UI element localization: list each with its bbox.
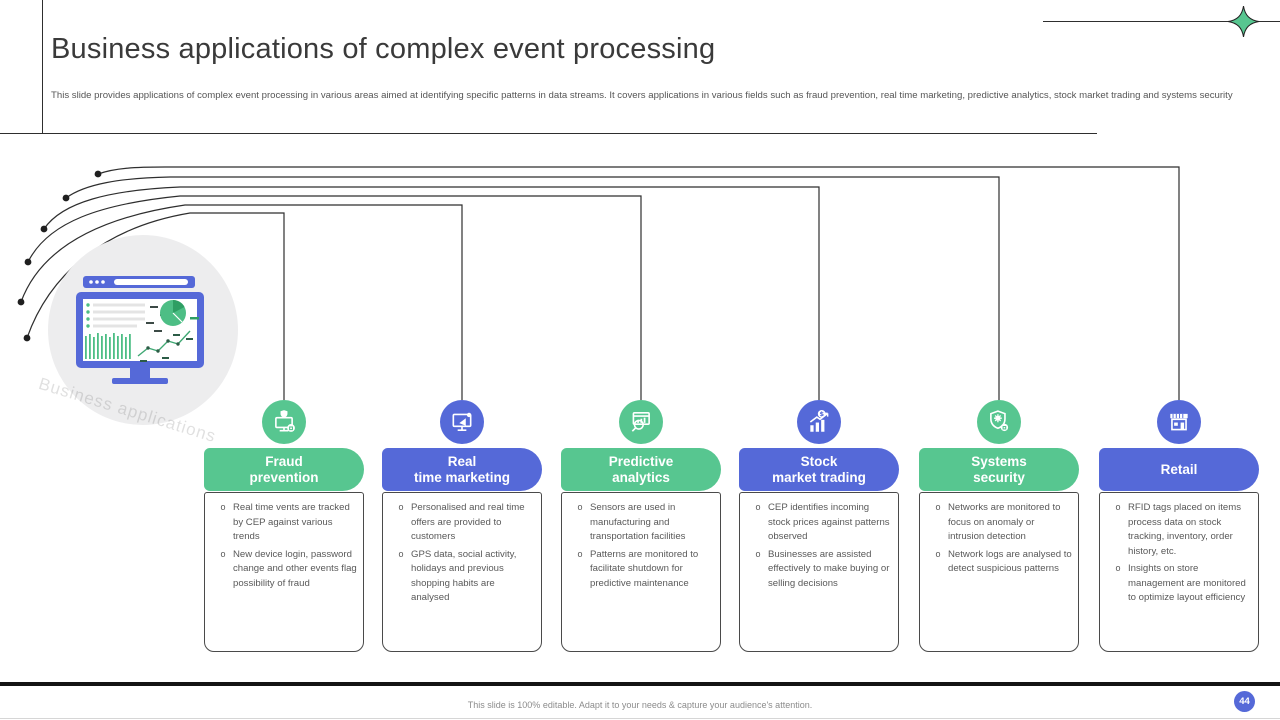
column-retail: Retail o RFID tags placed on items proce… <box>1099 400 1259 652</box>
bullet-marker: o <box>1115 563 1121 574</box>
column-title-line: Fraud <box>265 453 303 469</box>
header-divider-line <box>0 133 1097 134</box>
shield-gear-lock-icon <box>977 400 1021 444</box>
list-item: o Network logs are analysed to detect su… <box>928 548 1072 577</box>
list-item: o New device login, password change and … <box>213 548 357 592</box>
footer-black-bar <box>0 682 1280 686</box>
list-item: o Insights on store management are monit… <box>1108 562 1252 606</box>
column-card: o Real time vents are tracked by CEP aga… <box>204 492 364 652</box>
list-item: o Businesses are assisted effectively to… <box>748 548 892 592</box>
bullet-text: New device login, password change and ot… <box>233 548 357 589</box>
column-header-band: Stock market trading <box>739 448 899 491</box>
list-item: o Patterns are monitored to facilitate s… <box>570 548 714 592</box>
bullet-marker: o <box>577 502 583 512</box>
bullet-text: Personalised and real time offers are pr… <box>411 502 525 543</box>
chart-magnifier-icon <box>619 400 663 444</box>
list-item: o Networks are monitored to focus on ano… <box>928 501 1072 545</box>
bullet-marker: o <box>935 502 941 512</box>
bullet-marker: o <box>755 502 761 512</box>
storefront-icon <box>1157 400 1201 444</box>
slide-description: This slide provides applications of comp… <box>51 90 1233 101</box>
bullet-text: Patterns are monitored to facilitate shu… <box>590 548 699 589</box>
bullet-marker: o <box>755 548 761 559</box>
svg-text:$: $ <box>819 410 824 418</box>
dashboard-monitor-illustration <box>76 276 204 384</box>
column-systems-security: Systems security o Networks are monitore… <box>919 400 1079 652</box>
bullet-marker: o <box>220 548 226 559</box>
bullet-text: RFID tags placed on items process data o… <box>1128 502 1242 557</box>
bullet-text: Sensors are used in manufacturing and tr… <box>590 502 686 543</box>
bullet-marker: o <box>398 502 404 512</box>
bullet-marker: o <box>1115 502 1121 512</box>
column-fraud-prevention: Fraud prevention o Real time vents are t… <box>204 400 364 652</box>
bullet-marker: o <box>398 548 404 559</box>
monitor-shield-lock-icon <box>262 400 306 444</box>
page-number-badge: 44 <box>1234 691 1255 712</box>
page-title: Business applications of complex event p… <box>51 33 716 65</box>
top-right-line <box>1043 21 1280 22</box>
column-header-band: Retail <box>1099 448 1259 491</box>
column-title-line: Retail <box>1160 461 1198 477</box>
dollar-growth-chart-icon: $ <box>797 400 841 444</box>
column-card: o Personalised and real time offers are … <box>382 492 542 652</box>
list-item: o CEP identifies incoming stock prices a… <box>748 501 892 545</box>
footer-note: This slide is 100% editable. Adapt it to… <box>467 700 813 710</box>
column-title-line: Real <box>447 453 477 469</box>
column-header-band: Real time marketing <box>382 448 542 491</box>
column-stock-market-trading: $ Stock market trading o CEP identifies … <box>739 400 899 652</box>
bullet-text: Networks are monitored to focus on anoma… <box>948 502 1061 543</box>
column-header-band: Fraud prevention <box>204 448 364 491</box>
sparkle-star-icon <box>1227 5 1260 38</box>
slide-bottom-edge <box>0 718 1280 719</box>
column-title-line: Systems <box>971 453 1027 469</box>
column-title-line: market trading <box>772 469 866 485</box>
list-item: o RFID tags placed on items process data… <box>1108 501 1252 559</box>
list-item: o Sensors are used in manufacturing and … <box>570 501 714 545</box>
bullet-text: Businesses are assisted effectively to m… <box>768 548 890 589</box>
column-real-time-marketing: Real time marketing o Personalised and r… <box>382 400 542 652</box>
column-title-line: time marketing <box>413 469 511 485</box>
bullet-text: CEP identifies incoming stock prices aga… <box>768 502 890 543</box>
column-card: o Networks are monitored to focus on ano… <box>919 492 1079 652</box>
column-title-line: analytics <box>612 469 670 485</box>
column-header-band: Predictive analytics <box>561 448 721 491</box>
column-card: o Sensors are used in manufacturing and … <box>561 492 721 652</box>
bullet-marker: o <box>577 548 583 559</box>
list-item: o Personalised and real time offers are … <box>391 501 535 545</box>
column-title-line: security <box>973 469 1025 485</box>
monitor-megaphone-icon <box>440 400 484 444</box>
column-title-line: Predictive <box>608 453 674 469</box>
column-card: o RFID tags placed on items process data… <box>1099 492 1259 652</box>
top-left-vertical-line <box>42 0 43 133</box>
bullet-text: Real time vents are tracked by CEP again… <box>233 502 350 543</box>
column-header-band: Systems security <box>919 448 1079 491</box>
column-card: o CEP identifies incoming stock prices a… <box>739 492 899 652</box>
column-predictive-analytics: Predictive analytics o Sensors are used … <box>561 400 721 652</box>
bullet-text: GPS data, social activity, holidays and … <box>411 548 517 604</box>
list-item: o Real time vents are tracked by CEP aga… <box>213 501 357 545</box>
bullet-text: Insights on store management are monitor… <box>1128 563 1246 604</box>
bullet-text: Network logs are analysed to detect susp… <box>948 548 1072 575</box>
bullet-marker: o <box>935 548 941 559</box>
column-title-line: Stock <box>800 453 838 469</box>
bullet-marker: o <box>220 502 226 512</box>
list-item: o GPS data, social activity, holidays an… <box>391 548 535 606</box>
column-title-line: prevention <box>249 469 319 485</box>
